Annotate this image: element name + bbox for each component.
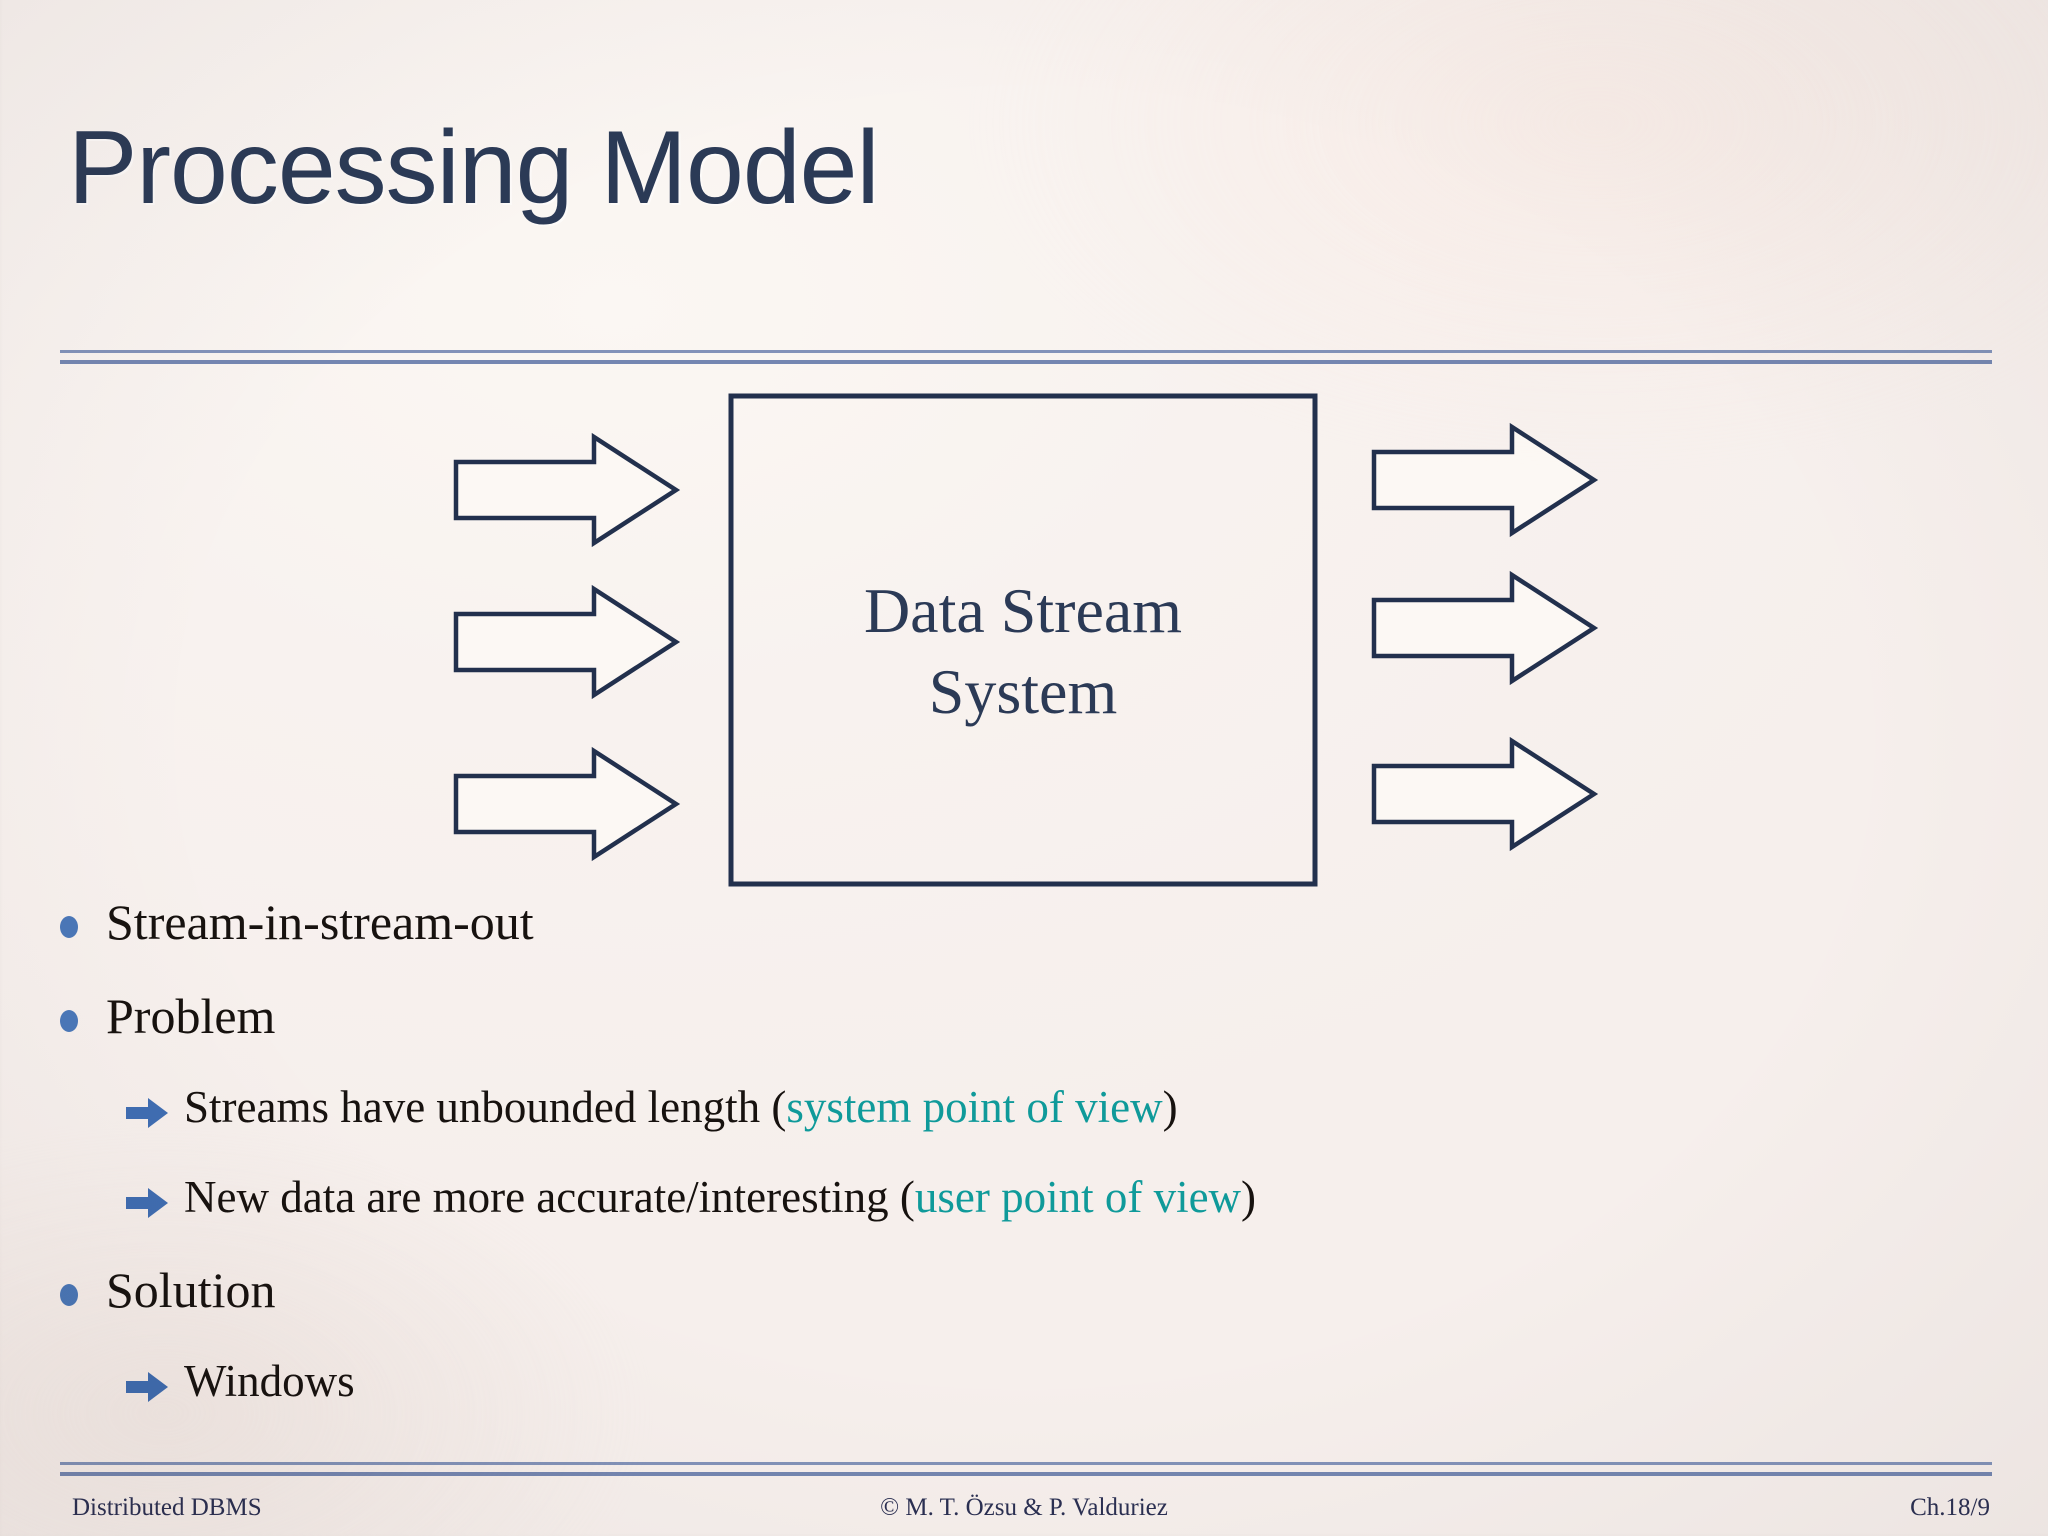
footer-divider bbox=[60, 1462, 1992, 1476]
list-item[interactable]: New data are more accurate/interesting (… bbox=[54, 1166, 1954, 1252]
bullet-arrow-icon bbox=[126, 1372, 168, 1402]
bullet-arrow-icon bbox=[126, 1188, 168, 1218]
list-item[interactable]: Windows bbox=[54, 1350, 1954, 1436]
footer-page-number: Ch.18/9 bbox=[1910, 1494, 1990, 1521]
data-stream-system-box bbox=[728, 393, 1318, 887]
title-divider-line-lower bbox=[60, 360, 1992, 364]
list-item-text-plain: New data are more accurate/interesting ( bbox=[184, 1172, 915, 1222]
list-item-label: Stream-in-stream-out bbox=[106, 894, 534, 950]
title-divider bbox=[60, 350, 1992, 364]
title-divider-gap bbox=[60, 353, 1992, 360]
list-item-label: Solution bbox=[106, 1262, 276, 1318]
page-title: Processing Model bbox=[68, 110, 880, 226]
list-item-text-suffix: ) bbox=[1162, 1082, 1178, 1132]
list-item-label: New data are more accurate/interesting (… bbox=[184, 1166, 1256, 1221]
output-arrow-3 bbox=[1371, 736, 1599, 852]
bullet-dot-icon bbox=[60, 1284, 78, 1306]
footer-left-text: Distributed DBMS bbox=[72, 1494, 262, 1521]
input-arrow-1 bbox=[453, 432, 681, 548]
box-label-line-1: Data Stream bbox=[864, 575, 1182, 646]
footer-copyright-text: © M. T. Özsu & P. Valduriez bbox=[880, 1494, 1168, 1521]
list-item-label: Problem bbox=[106, 988, 276, 1044]
title-divider-line-upper bbox=[60, 350, 1992, 353]
bullet-arrow-icon bbox=[126, 1098, 168, 1128]
list-item-text-plain: Streams have unbounded length ( bbox=[184, 1082, 787, 1132]
input-arrow-3 bbox=[453, 746, 681, 862]
list-item-label: Streams have unbounded length (system po… bbox=[184, 1076, 1178, 1131]
list-item-label: Windows bbox=[184, 1350, 355, 1405]
slide-footer: Distributed DBMS © M. T. Özsu & P. Valdu… bbox=[0, 1494, 2048, 1536]
footer-divider-line-upper bbox=[60, 1462, 1992, 1465]
bullet-dot-icon bbox=[60, 1010, 78, 1032]
bullet-list: Stream-in-stream-out Problem Streams hav… bbox=[54, 888, 1954, 1440]
list-item-text-highlight: user point of view bbox=[914, 1172, 1242, 1222]
list-item[interactable]: Stream-in-stream-out bbox=[54, 888, 1954, 978]
list-item-text-suffix: ) bbox=[1241, 1172, 1257, 1222]
bullet-dot-icon bbox=[60, 916, 78, 938]
footer-divider-gap bbox=[60, 1465, 1992, 1472]
box-label-line-2: System bbox=[929, 656, 1117, 727]
list-item-text-plain: Windows bbox=[184, 1356, 355, 1406]
input-arrow-2 bbox=[453, 584, 681, 700]
output-arrow-2 bbox=[1371, 570, 1599, 686]
list-item-text-highlight: system point of view bbox=[786, 1082, 1163, 1132]
output-arrow-1 bbox=[1371, 422, 1599, 538]
footer-divider-line-lower bbox=[60, 1472, 1992, 1476]
list-item[interactable]: Solution bbox=[54, 1256, 1954, 1346]
list-item[interactable]: Problem bbox=[54, 982, 1954, 1072]
list-item[interactable]: Streams have unbounded length (system po… bbox=[54, 1076, 1954, 1162]
